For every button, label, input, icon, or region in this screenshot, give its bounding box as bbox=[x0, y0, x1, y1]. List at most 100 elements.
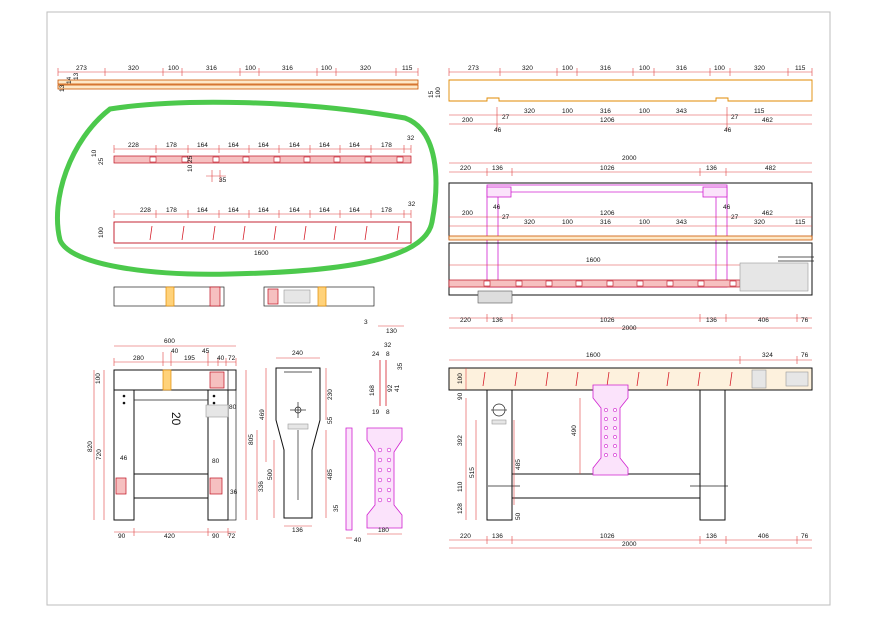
dim-text: 32 bbox=[407, 135, 415, 142]
dim-text: 316 bbox=[676, 65, 687, 72]
dim-text: 1600 bbox=[254, 250, 269, 257]
dim-text: 180 bbox=[378, 527, 389, 534]
dim-text: 178 bbox=[381, 207, 392, 214]
dim-text: 320 bbox=[522, 65, 533, 72]
dim-text: 136 bbox=[492, 165, 503, 172]
dim-text: 164 bbox=[289, 207, 300, 214]
board-outline bbox=[448, 79, 813, 102]
dim-text: 100 bbox=[639, 65, 650, 72]
dim-text: 178 bbox=[381, 142, 392, 149]
dim-text: 320 bbox=[754, 65, 765, 72]
dim-text: 100 bbox=[562, 108, 573, 115]
dim-text: 15 bbox=[428, 90, 435, 98]
rail-side-view bbox=[113, 221, 412, 244]
dim-text: 164 bbox=[228, 207, 239, 214]
dim-text: 2000 bbox=[622, 541, 637, 548]
dim-text: 115 bbox=[795, 65, 806, 72]
dim-text: 115 bbox=[795, 219, 806, 226]
dim-text: 316 bbox=[282, 65, 293, 72]
dim-text: 46 bbox=[493, 204, 501, 211]
dim-text: 316 bbox=[600, 108, 611, 115]
dim-text: 164 bbox=[319, 142, 330, 149]
dim-text: 168 bbox=[369, 385, 376, 396]
dim-text: 240 bbox=[292, 350, 303, 357]
dim-text: 164 bbox=[319, 207, 330, 214]
dim-text: 164 bbox=[258, 142, 269, 149]
dim-text: 485 bbox=[327, 469, 334, 480]
dim-text: 100 bbox=[714, 65, 725, 72]
dim-text: 76 bbox=[801, 352, 809, 359]
dim-text: 32 bbox=[408, 201, 416, 208]
dim-text: 324 bbox=[762, 352, 773, 359]
dim-text: 200 bbox=[462, 117, 473, 124]
dim-text: 25 bbox=[98, 157, 105, 165]
dim-text: 40 bbox=[171, 348, 179, 355]
dim-text: 178 bbox=[166, 142, 177, 149]
dim-text: 600 bbox=[164, 338, 175, 345]
dim-text: 164 bbox=[197, 142, 208, 149]
dim-text: 36 bbox=[230, 489, 238, 496]
dim-text: 1206 bbox=[600, 210, 615, 217]
rail-slots bbox=[149, 156, 404, 163]
dim-text: 2000 bbox=[622, 325, 637, 332]
dim-text: 100 bbox=[639, 219, 650, 226]
top-left-board: 273 320 100 316 100 316 100 320 115 13 1… bbox=[57, 65, 419, 92]
dim-text: 1600 bbox=[586, 352, 601, 359]
dim-text: 220 bbox=[460, 533, 471, 540]
end-pieces bbox=[113, 286, 375, 307]
dim-text: 136 bbox=[706, 533, 717, 540]
dim-text: 27 bbox=[502, 114, 510, 121]
dim-text: 8 bbox=[386, 351, 390, 358]
dim-text: 220 bbox=[460, 317, 471, 324]
dim-text: 273 bbox=[468, 65, 479, 72]
dim-text: 25 bbox=[187, 155, 194, 163]
dim-text: 24 bbox=[372, 351, 380, 358]
dim-text: 1600 bbox=[586, 257, 601, 264]
dim-text: 115 bbox=[402, 65, 413, 72]
dim-text: 80 bbox=[212, 458, 220, 465]
dim-text: 80 bbox=[229, 404, 237, 411]
dim-text: 13 bbox=[73, 72, 80, 80]
dim-text: 469 bbox=[259, 409, 266, 420]
dim-text: 100 bbox=[562, 65, 573, 72]
dim-text: 32 bbox=[384, 342, 392, 349]
dim-text: 72 bbox=[228, 533, 236, 540]
plan-view: 2000 220 136 1026 136 482 200 46 27 1206… bbox=[448, 155, 814, 332]
dim-text: 1206 bbox=[600, 117, 615, 124]
dim-text: 100 bbox=[168, 65, 179, 72]
dim-text: 316 bbox=[600, 65, 611, 72]
dim-text: 406 bbox=[758, 317, 769, 324]
dim-text: 500 bbox=[267, 469, 274, 480]
board-strip bbox=[57, 84, 419, 90]
dim-text: 90 bbox=[457, 392, 464, 400]
dim-text: 164 bbox=[349, 207, 360, 214]
dim-text: 164 bbox=[289, 142, 300, 149]
dim-text: 343 bbox=[676, 108, 687, 115]
dim-text: 27 bbox=[731, 214, 739, 221]
dim-text: 50 bbox=[515, 512, 522, 520]
dim-text: 40 bbox=[217, 355, 225, 362]
dim-text: 90 bbox=[212, 533, 220, 540]
dim-text: 92 bbox=[387, 384, 394, 392]
dim-text: 100 bbox=[639, 108, 650, 115]
dim-text: 10 bbox=[187, 164, 194, 172]
dim-text: 273 bbox=[76, 65, 87, 72]
dim-text: 164 bbox=[197, 207, 208, 214]
leg-profile: 240 469 500 230 55 485 35 136 bbox=[259, 350, 340, 534]
post-detail: 130 3 32 24 8 35 168 92 41 19 8 40 180 bbox=[345, 319, 404, 544]
dim-text: 462 bbox=[762, 117, 773, 124]
dim-text: 136 bbox=[292, 527, 303, 534]
dim-text: 820 bbox=[87, 441, 94, 452]
dim-text: 1026 bbox=[600, 533, 615, 540]
dim-text: 76 bbox=[801, 317, 809, 324]
dim-text: 392 bbox=[457, 435, 464, 446]
dim-text: 27 bbox=[731, 114, 739, 121]
dim-text: 164 bbox=[258, 207, 269, 214]
dim-text: 100 bbox=[95, 373, 102, 384]
dim-text: 462 bbox=[762, 210, 773, 217]
dim-text: 515 bbox=[469, 467, 476, 478]
dim-text: 8 bbox=[386, 409, 390, 416]
board-strip bbox=[57, 79, 419, 85]
dim-text: 316 bbox=[206, 65, 217, 72]
